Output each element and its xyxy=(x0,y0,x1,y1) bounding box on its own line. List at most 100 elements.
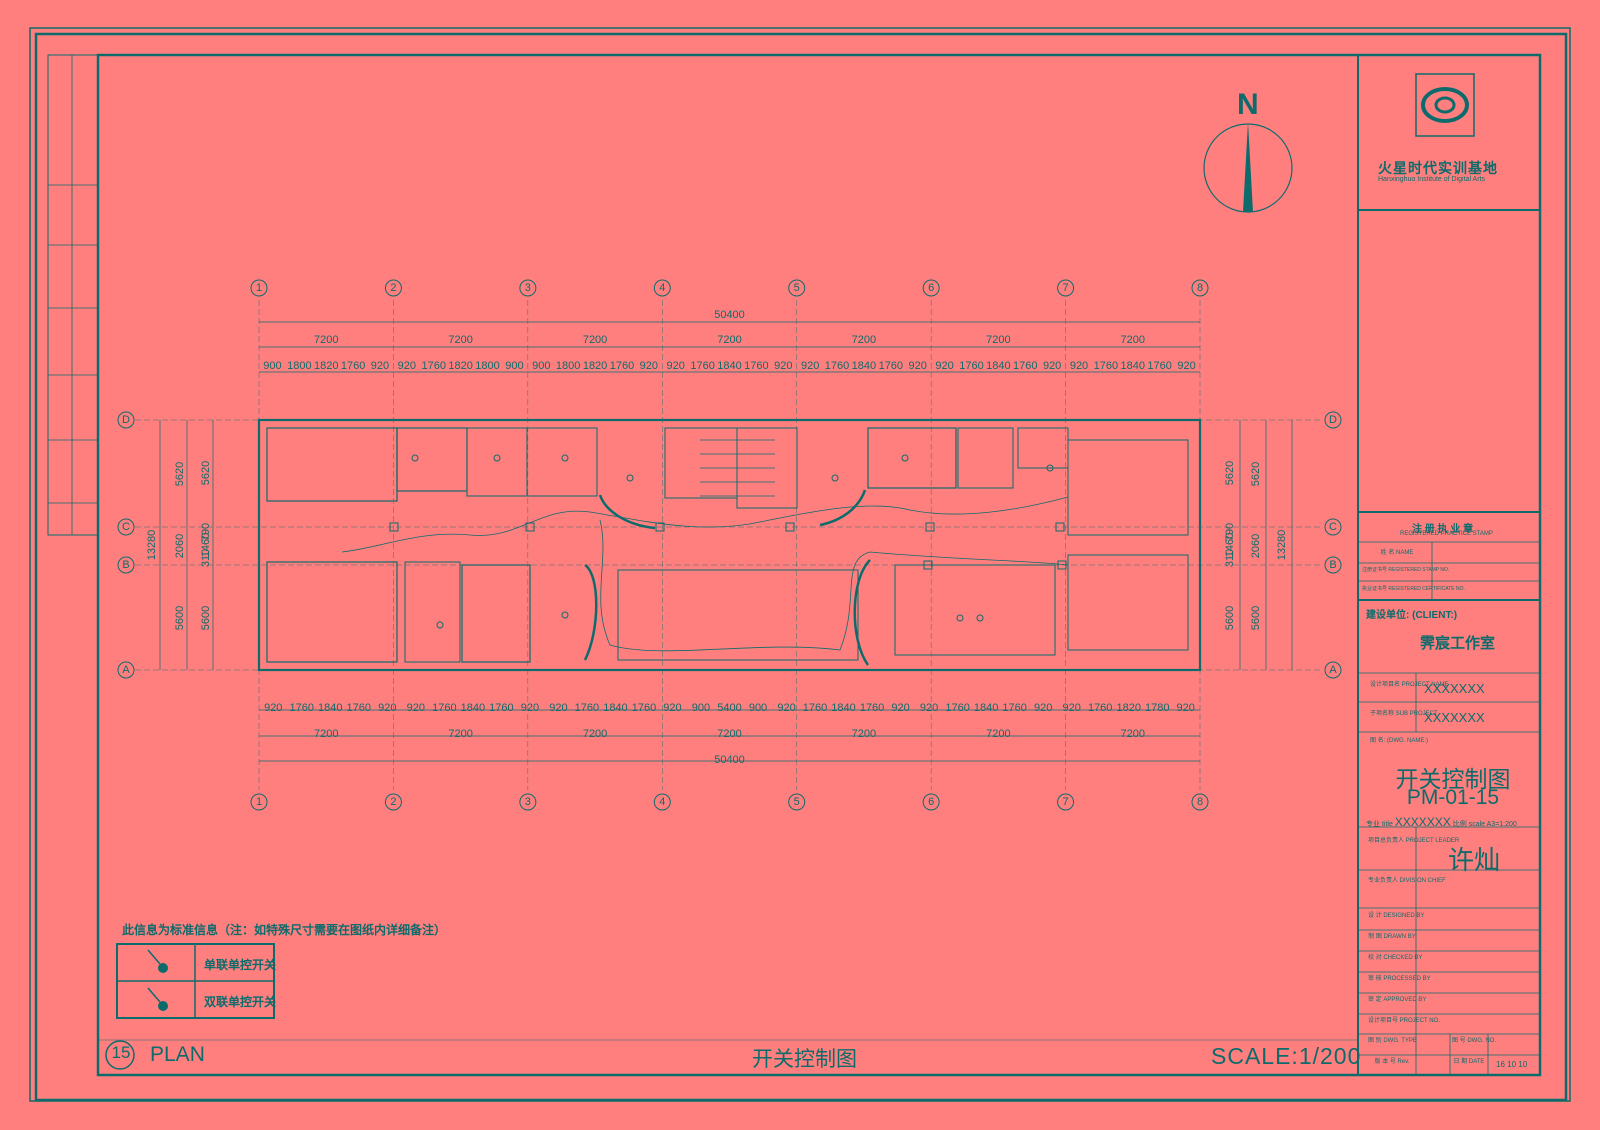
role-label-2: 制 图 DRAWN BY xyxy=(1368,934,1416,940)
axis-bubble-top-1 xyxy=(250,279,268,297)
room-lower-3 xyxy=(461,564,531,663)
client-value: 霁宸工作室 xyxy=(1420,635,1496,652)
scale-code: XXXXXXX xyxy=(1394,815,1451,829)
room-upper-3 xyxy=(466,427,528,497)
axis-label-top-3: 3 xyxy=(524,282,531,294)
dim-bottom-detail-4: 920 xyxy=(378,702,397,714)
light-fixture-1 xyxy=(493,454,501,462)
dim-top-detail-22: 1840 xyxy=(851,360,877,372)
dim-bottom-detail-14: 920 xyxy=(663,702,682,714)
light-fixture-6 xyxy=(436,621,444,629)
room-upper-8 xyxy=(957,427,1014,489)
light-fixture-7 xyxy=(561,611,569,619)
axis-bubble-top-8 xyxy=(1191,279,1209,297)
plan-number: 15 xyxy=(111,1043,131,1062)
room-lower-1 xyxy=(266,561,398,663)
dim-top-detail-17: 1840 xyxy=(717,360,742,372)
axis-label-left-B: B xyxy=(122,559,130,571)
axis-label-bottom-5: 5 xyxy=(793,796,800,808)
dim-bottom-detail-19: 1760 xyxy=(802,702,828,714)
dim-top-detail-34: 920 xyxy=(1177,360,1196,372)
dim-bottom-detail-18: 920 xyxy=(777,702,796,714)
light-fixture-9 xyxy=(976,614,984,622)
axis-bubble-right-B xyxy=(1324,556,1342,574)
dim-bottom-detail-23: 920 xyxy=(919,702,939,714)
dim-top-detail-28: 1760 xyxy=(1012,360,1038,372)
dim-top-detail-1: 1800 xyxy=(287,360,312,372)
switch-box-1 xyxy=(525,522,535,532)
registration-label-name: 姓 名 NAME xyxy=(1380,550,1414,556)
dim-top-span-2: 7200 xyxy=(582,334,608,346)
border-frame xyxy=(34,32,1568,1102)
dim-bottom-detail-11: 1760 xyxy=(574,702,600,714)
legend-note: 此信息为标准信息（注：如特殊尺寸需要在图纸内详细备注） xyxy=(122,923,447,937)
dim-bottom-detail-7: 1840 xyxy=(460,702,486,714)
building-outline xyxy=(257,418,1202,672)
axis-bubble-bottom-4 xyxy=(653,793,671,811)
axis-label-bottom-4: 4 xyxy=(659,796,666,808)
dim-top-detail-18: 1760 xyxy=(744,360,769,372)
axis-bubble-top-2 xyxy=(384,279,402,297)
axis-bubble-left-C xyxy=(117,518,135,536)
dim-bottom-span-0: 7200 xyxy=(313,728,339,740)
dim-top-detail-11: 1800 xyxy=(555,360,581,372)
dim-top-detail-27: 1840 xyxy=(986,360,1011,372)
dim-side-total-left: 13280 xyxy=(146,529,158,561)
dim-bottom-total: 50400 xyxy=(714,754,745,766)
dim-bottom-span-3: 7200 xyxy=(717,728,742,740)
dim-top-span-4: 7200 xyxy=(851,334,877,346)
axis-bubble-bottom-1 xyxy=(250,793,268,811)
switch-box-3 xyxy=(785,522,795,532)
role-right-label-1: 日 期 DATE xyxy=(1453,1059,1485,1065)
axis-label-bottom-7: 7 xyxy=(1062,796,1069,808)
dim-side-detail-left-0: 5620 xyxy=(200,460,212,486)
axis-bubble-bottom-2 xyxy=(384,793,402,811)
room-upper-2 xyxy=(396,427,468,492)
axis-label-left-C: C xyxy=(122,521,130,533)
room-upper-5 xyxy=(664,427,738,499)
dim-top-detail-13: 1760 xyxy=(609,360,635,372)
dim-top-detail-33: 1760 xyxy=(1147,360,1172,372)
dim-bottom-detail-28: 920 xyxy=(1062,702,1081,714)
light-fixture-2 xyxy=(561,454,569,462)
role-label-7: 图 别 DWG. TYPE xyxy=(1368,1038,1417,1044)
dim-bottom-detail-32: 920 xyxy=(1176,702,1195,714)
dim-bottom-detail-13: 1760 xyxy=(631,702,657,714)
corridor-curve-upper xyxy=(341,496,1069,553)
company-subtitle: Hanxinghuo Institute of Digital Arts xyxy=(1378,176,1486,183)
axis-bubble-right-D xyxy=(1324,411,1342,429)
role-label-0: 专业负责人 DIVISION CHIEF xyxy=(1368,878,1446,884)
dim-bottom-detail-30: 1820 xyxy=(1116,702,1141,714)
registration-label-stamp: 注册证书号 REGISTERED STAMP NO. xyxy=(1362,567,1450,573)
light-fixture-10 xyxy=(1046,464,1054,472)
role-label-5: 审 定 APPROVED BY xyxy=(1368,997,1427,1003)
curved-wall-2 xyxy=(853,559,871,666)
dim-bottom-detail-31: 1780 xyxy=(1144,702,1170,714)
dim-bottom-span-5: 7200 xyxy=(986,728,1011,740)
dim-bottom-detail-1: 1760 xyxy=(289,702,315,714)
light-fixture-4 xyxy=(831,474,839,482)
dim-top-detail-5: 920 xyxy=(397,360,417,372)
axis-label-left-A: A xyxy=(122,664,130,676)
dim-bottom-detail-27: 920 xyxy=(1033,702,1053,714)
dim-bottom-span-2: 7200 xyxy=(582,728,608,740)
axis-label-bottom-1: 1 xyxy=(255,796,263,808)
axis-label-right-D: D xyxy=(1329,414,1337,426)
axis-label-top-8: 8 xyxy=(1196,282,1204,294)
inner-frame xyxy=(96,53,1542,1077)
dim-bottom-span-1: 7200 xyxy=(448,728,473,740)
dim-top-detail-4: 920 xyxy=(370,360,390,372)
axis-label-bottom-8: 8 xyxy=(1196,796,1204,808)
role-label-8: 版 本 号 Rev. xyxy=(1374,1059,1410,1065)
axis-bubble-right-C xyxy=(1324,518,1342,536)
dim-top-detail-8: 1800 xyxy=(475,360,500,372)
dim-side-detail-left-4: 5600 xyxy=(200,605,212,631)
sub-project-label: 子项名称 SUB PROJECT xyxy=(1370,711,1438,717)
switch-box-2 xyxy=(655,522,665,532)
plan-number-circle xyxy=(105,1040,135,1070)
company-name: 火星时代实训基地 xyxy=(1378,160,1498,176)
dim-top-detail-2: 1820 xyxy=(313,360,339,372)
floor-plan xyxy=(117,279,1342,811)
dim-top-detail-29: 920 xyxy=(1042,360,1062,372)
role-label-1: 设 计 DESIGNED BY xyxy=(1368,913,1425,919)
